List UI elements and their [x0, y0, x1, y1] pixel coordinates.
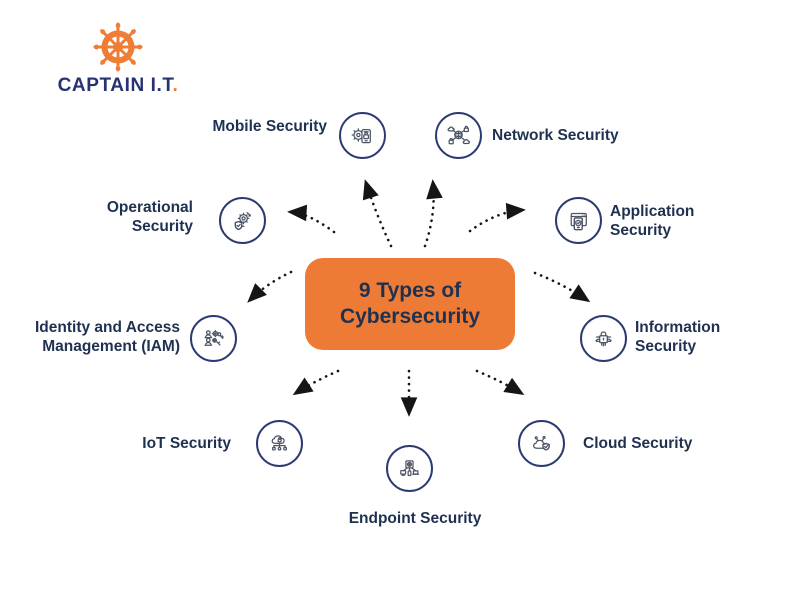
arrow-to-application-security: [468, 202, 526, 233]
mobile-security-label: Mobile Security: [212, 118, 327, 135]
application-security-icon-badge: [555, 197, 602, 244]
arrow-to-cloud-security: [475, 369, 525, 396]
mobile-security-icon: [351, 128, 371, 144]
endpoint-security-label: Endpoint Security: [348, 510, 482, 527]
arrow-to-iot-security: [292, 369, 340, 396]
center-title-box: 9 Types of Cybersecurity: [305, 258, 515, 350]
center-title-line1: 9 Types of: [358, 279, 462, 302]
iot-security-icon-badge: [256, 420, 303, 467]
iam-icon-badge: [190, 315, 237, 362]
mobile-security-icon-badge: [339, 112, 386, 159]
endpoint-security-icon-badge: [386, 445, 433, 492]
network-security-label: Network Security: [492, 127, 619, 144]
ship-wheel-icon: [93, 22, 143, 72]
operational-security-icon-badge: [219, 197, 266, 244]
iot-security-icon: [271, 435, 287, 451]
cloud-security-label: Cloud Security: [583, 435, 693, 452]
operational-security-icon: [234, 212, 251, 231]
arrow-to-mobile-security: [362, 179, 393, 248]
network-security-icon-badge: [435, 112, 482, 159]
captain-it-logo: CAPTAIN I.T.: [48, 20, 188, 97]
logo-text: CAPTAIN I.T.: [57, 75, 179, 96]
arrow-to-iam: [247, 270, 293, 303]
iot-security-label: IoT Security: [142, 435, 231, 452]
arrow-to-information-security: [533, 271, 591, 303]
cloud-security-icon: [533, 435, 550, 451]
information-security-icon: [595, 331, 612, 347]
network-security-icon: [447, 125, 470, 145]
information-security-icon-badge: [580, 315, 627, 362]
cloud-security-icon-badge: [518, 420, 565, 467]
application-security-icon: [570, 212, 587, 231]
center-title-line2: Cybersecurity: [339, 305, 481, 328]
endpoint-security-icon: [400, 460, 420, 477]
identity-access-management-icon: [204, 329, 224, 346]
arrow-to-operational-security: [287, 204, 336, 234]
arrow-to-network-security: [423, 179, 443, 248]
